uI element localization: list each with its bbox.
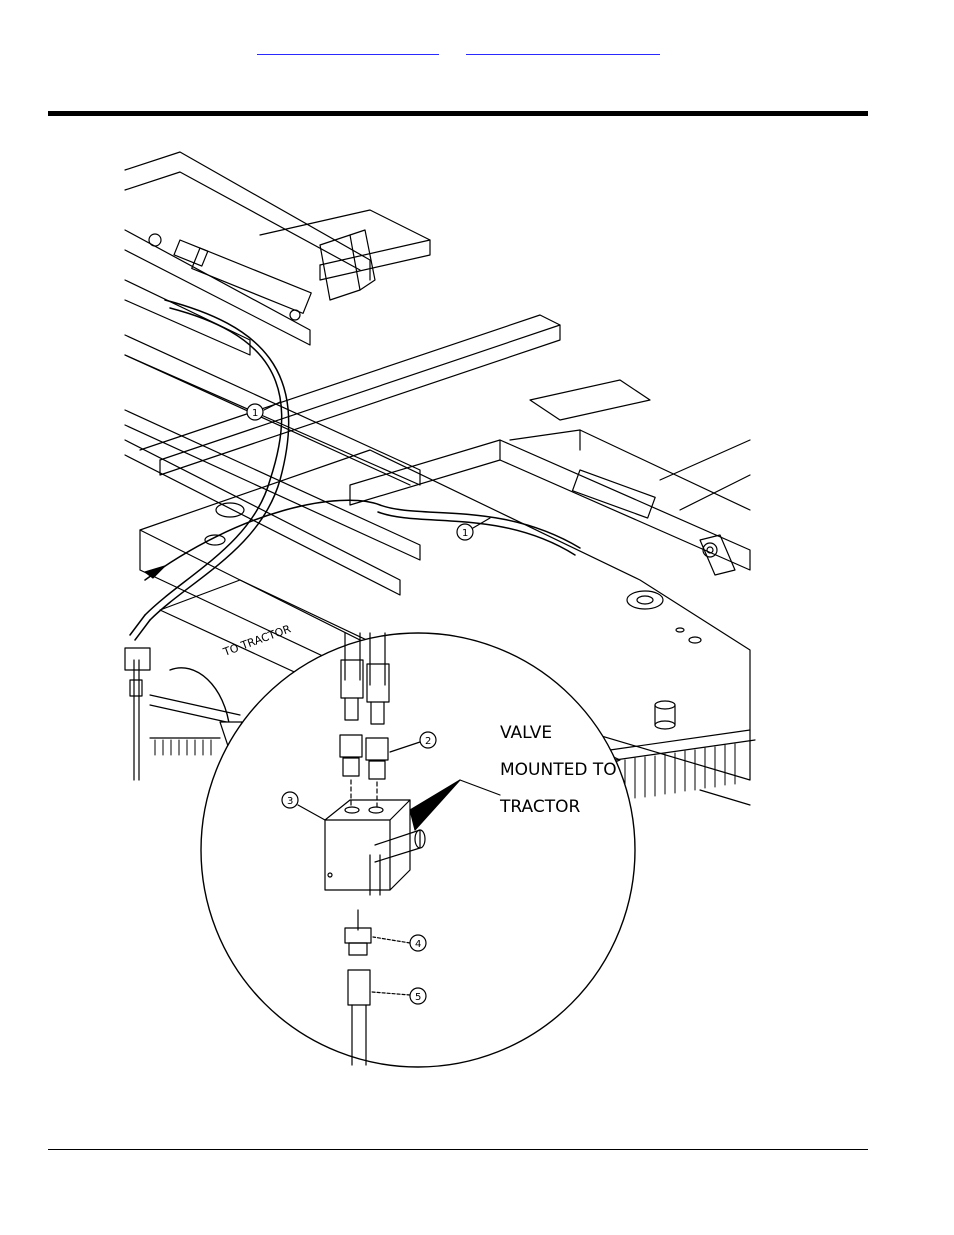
callout-2: 2	[425, 736, 431, 747]
callout-5: 5	[415, 992, 421, 1003]
note-line-3: TRACTOR	[499, 797, 580, 817]
footer-rule	[48, 1149, 868, 1150]
callout-1a: 1	[252, 408, 258, 419]
parts-diagram: TO TRACTOR	[120, 140, 760, 1080]
label-to-tractor: TO TRACTOR	[221, 622, 293, 659]
callout-1b: 1	[462, 528, 468, 539]
header-link-1[interactable]	[257, 44, 439, 55]
flow-arrow	[145, 566, 165, 578]
valve-small	[125, 648, 150, 780]
header-rule	[48, 111, 868, 116]
callout-4: 4	[415, 939, 421, 950]
header-link-2[interactable]	[466, 44, 660, 55]
note-line-2: MOUNTED TO	[500, 760, 617, 780]
hydraulic-hoses	[130, 300, 580, 640]
callout-3: 3	[287, 796, 293, 807]
note-line-1: VALVE	[500, 723, 552, 743]
